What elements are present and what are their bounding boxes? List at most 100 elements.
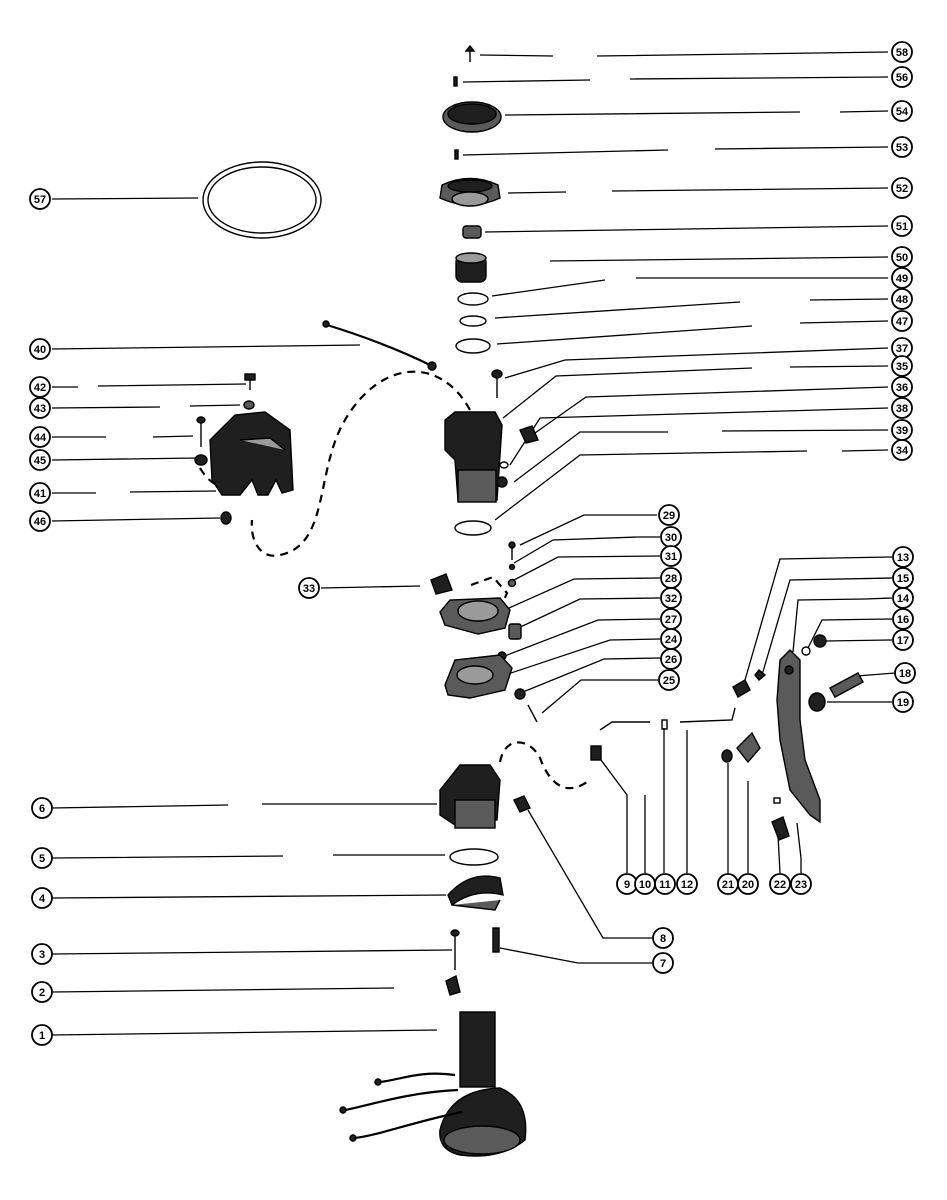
- part-14-throttle-arm: [776, 649, 821, 824]
- callout-39: 39: [891, 419, 913, 441]
- part-4-clamp: [447, 875, 504, 911]
- callout-14: 14: [892, 587, 914, 609]
- callouts: 58 56 54 53 52 51 50 49 48 47 37 35 36 3…: [29, 41, 916, 1046]
- svg-text:21: 21: [722, 879, 734, 891]
- callout-33: 33: [298, 577, 320, 599]
- svg-text:20: 20: [742, 879, 754, 891]
- part-19-bushing: [808, 692, 826, 712]
- svg-text:5: 5: [39, 853, 45, 865]
- svg-text:12: 12: [681, 879, 693, 891]
- callout-35: 35: [891, 355, 913, 377]
- svg-text:41: 41: [34, 488, 46, 500]
- svg-text:38: 38: [896, 403, 908, 415]
- callout-18: 18: [894, 662, 916, 684]
- dashed-wire-routes: [199, 370, 591, 790]
- callout-21: 21: [717, 873, 739, 895]
- callout-54: 54: [891, 100, 913, 122]
- callout-42: 42: [29, 376, 51, 398]
- part-26-washer: [514, 688, 526, 700]
- callout-8: 8: [652, 927, 674, 949]
- callout-47: 47: [891, 310, 913, 332]
- part-53-key: [454, 149, 459, 160]
- part-49-o-ring: [457, 292, 489, 306]
- callout-9: 9: [616, 873, 638, 895]
- svg-text:50: 50: [896, 252, 908, 264]
- part-57-belt: [202, 161, 322, 239]
- part-23-washer: [773, 797, 781, 804]
- part-30-washer: [508, 563, 516, 571]
- part-9-fitting: [590, 745, 602, 761]
- callout-26: 26: [660, 648, 682, 670]
- callout-10: 10: [634, 873, 656, 895]
- svg-text:7: 7: [660, 958, 666, 970]
- part-32-spacer: [508, 623, 522, 640]
- part-11-clip: [661, 719, 668, 730]
- svg-text:14: 14: [897, 593, 910, 605]
- part-41-cover: [209, 411, 294, 496]
- part-18-bolt: [829, 672, 864, 698]
- callout-36: 36: [891, 376, 913, 398]
- svg-text:22: 22: [774, 879, 786, 891]
- svg-text:6: 6: [39, 803, 45, 815]
- part-7-spring: [492, 927, 500, 953]
- part-34-o-ring: [454, 520, 492, 536]
- callout-22: 22: [769, 873, 791, 895]
- part-40-ground-wire: [322, 320, 437, 371]
- svg-text:30: 30: [665, 532, 677, 544]
- callout-57: 57: [29, 188, 51, 210]
- svg-text:18: 18: [899, 668, 911, 680]
- part-24-bracket: [444, 654, 513, 699]
- callout-40: 40: [29, 338, 51, 360]
- part-6-lower-housing: [439, 764, 501, 829]
- callout-17: 17: [892, 629, 914, 651]
- callout-29: 29: [658, 504, 680, 526]
- callout-1: 1: [31, 1024, 53, 1046]
- svg-text:47: 47: [896, 316, 908, 328]
- svg-text:32: 32: [665, 593, 677, 605]
- svg-text:13: 13: [897, 552, 909, 564]
- callout-45: 45: [29, 449, 51, 471]
- callout-7: 7: [652, 952, 674, 974]
- svg-text:25: 25: [663, 675, 675, 687]
- svg-text:26: 26: [665, 654, 677, 666]
- part-56-key: [453, 76, 458, 87]
- part-22-screw: [771, 816, 790, 841]
- callout-28: 28: [660, 567, 682, 589]
- callout-15: 15: [892, 567, 914, 589]
- svg-text:24: 24: [665, 634, 678, 646]
- svg-text:36: 36: [896, 382, 908, 394]
- callout-12: 12: [676, 873, 698, 895]
- callout-24: 24: [660, 628, 682, 650]
- svg-text:29: 29: [663, 510, 675, 522]
- svg-text:4: 4: [39, 893, 46, 905]
- part-8-fitting: [513, 795, 531, 813]
- svg-text:10: 10: [639, 879, 651, 891]
- svg-text:58: 58: [896, 47, 908, 59]
- callout-53: 53: [891, 136, 913, 158]
- svg-text:19: 19: [897, 697, 909, 709]
- callout-31: 31: [660, 545, 682, 567]
- part-51-bushing: [462, 225, 482, 239]
- part-13-fitting: [732, 679, 751, 698]
- svg-text:23: 23: [795, 879, 807, 891]
- part-44-screw: [196, 416, 206, 447]
- callout-13: 13: [892, 546, 914, 568]
- callout-20: 20: [737, 873, 759, 895]
- callout-44: 44: [29, 426, 51, 448]
- part-33-bracket: [430, 573, 453, 595]
- svg-text:42: 42: [34, 382, 46, 394]
- part-28-plate: [439, 597, 511, 635]
- callout-50: 50: [891, 246, 913, 268]
- svg-text:8: 8: [660, 933, 666, 945]
- part-10-link-rod: [599, 721, 650, 731]
- part-12-rod: [679, 707, 736, 723]
- svg-text:3: 3: [39, 949, 45, 961]
- callout-58: 58: [891, 41, 913, 63]
- svg-text:46: 46: [34, 516, 46, 528]
- svg-text:27: 27: [665, 614, 677, 626]
- callout-27: 27: [660, 608, 682, 630]
- svg-text:57: 57: [34, 194, 46, 206]
- callout-49: 49: [891, 267, 913, 289]
- part-47-seal: [455, 338, 491, 354]
- part-58-pin: [464, 44, 476, 62]
